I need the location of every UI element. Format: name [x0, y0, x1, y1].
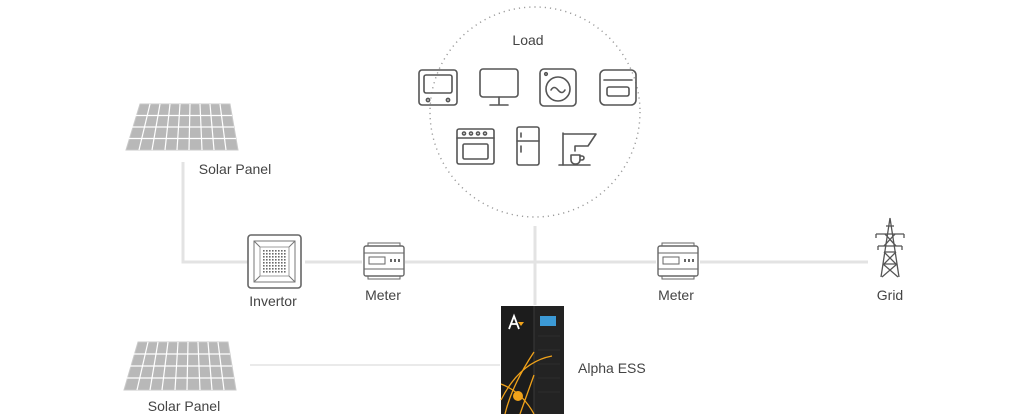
ess-label: Alpha ESS [578, 360, 646, 376]
connection-lines [181, 162, 868, 366]
refrigerator-icon [516, 126, 540, 166]
load-boundary-circle [429, 6, 641, 218]
line-solar-to-invertor [181, 162, 248, 264]
solar-panel-bottom-label: Solar Panel [148, 398, 220, 414]
microwave-icon [599, 69, 637, 106]
washing-machine-icon [539, 68, 577, 107]
alpha-logo-icon [508, 313, 524, 330]
monitor-icon [479, 68, 519, 106]
invertor-vent-dots [263, 250, 286, 273]
meter-left-label: Meter [365, 287, 401, 303]
grid-label: Grid [877, 287, 903, 303]
tv-icon [418, 69, 458, 106]
grid-tower-icon [875, 217, 905, 278]
coffee-machine-icon [558, 132, 597, 166]
meter-right-label: Meter [658, 287, 694, 303]
alpha-ess-cabinet [500, 306, 564, 415]
ess-screen [540, 316, 556, 326]
meter-right-icon [657, 242, 699, 280]
invertor-label: Invertor [249, 293, 297, 309]
solar-panel-top-label: Solar Panel [199, 161, 271, 177]
solar-panel-top [125, 103, 239, 151]
invertor-icon [247, 234, 302, 289]
meter-left-icon [363, 242, 405, 280]
load-label: Load [512, 32, 543, 48]
oven-icon [456, 128, 495, 165]
solar-panel-bottom [123, 341, 237, 391]
